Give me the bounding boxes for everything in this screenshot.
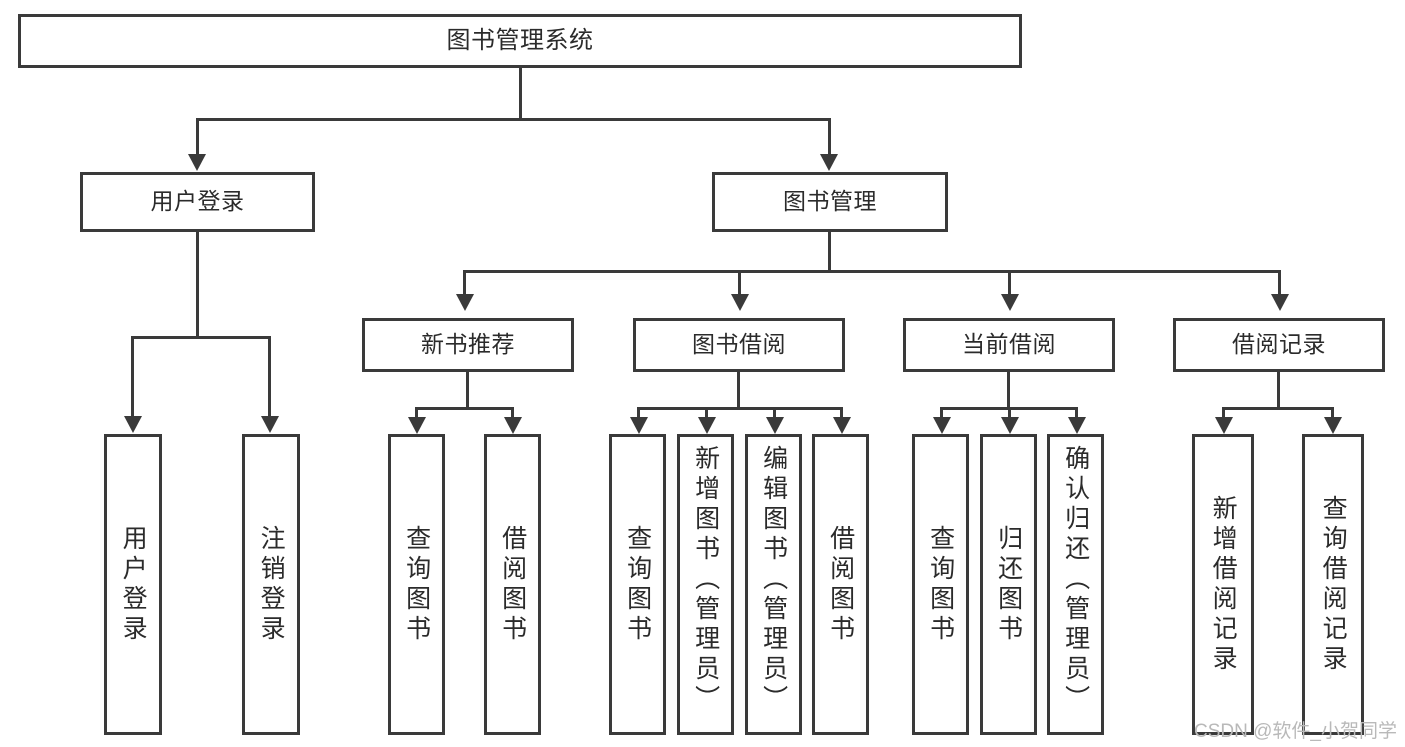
node-leaf-add-book-admin[interactable]: 新增图书（管理员）	[677, 434, 734, 735]
connector-book-mgmt-to-new-book	[463, 270, 466, 296]
connector-borrow-record-to-leaf-1	[1222, 407, 1225, 419]
connector-book-mgmt-to-current	[1008, 270, 1011, 296]
node-root-system[interactable]: 图书管理系统	[18, 14, 1022, 68]
node-leaf-user-login[interactable]: 用户登录	[104, 434, 162, 735]
connector-current-borrow-to-leaf-3	[1075, 407, 1078, 419]
node-leaf-query-book-recommend[interactable]: 查询图书	[388, 434, 445, 735]
node-leaf-return-book[interactable]: 归还图书	[980, 434, 1037, 735]
node-leaf-logout[interactable]: 注销登录	[242, 434, 300, 735]
connector-borrow-record-stem	[1277, 372, 1280, 410]
node-label: 查询图书	[623, 524, 652, 645]
node-label: 确认归还（管理员）	[1061, 445, 1090, 715]
arrow-book-borrow-to-leaf-2	[698, 417, 716, 434]
connector-new-book-stem	[466, 372, 469, 410]
arrow-root-to-book-mgmt	[820, 154, 838, 171]
connector-book-borrow-bus	[637, 407, 842, 410]
arrow-book-borrow-to-leaf-3	[766, 417, 784, 434]
arrow-borrow-record-to-leaf-2	[1324, 417, 1342, 434]
node-leaf-confirm-return-admin[interactable]: 确认归还（管理员）	[1047, 434, 1104, 735]
connector-book-mgmt-to-borrow	[738, 270, 741, 296]
connector-book-borrow-to-leaf-1	[637, 407, 640, 419]
arrow-new-book-to-leaf-2	[504, 417, 522, 434]
node-leaf-borrow-book-recommend[interactable]: 借阅图书	[484, 434, 541, 735]
connector-book-mgmt-stem	[828, 232, 831, 272]
node-label: 查询图书	[926, 524, 955, 645]
node-leaf-borrow-book[interactable]: 借阅图书	[812, 434, 869, 735]
connector-book-mgmt-to-record	[1278, 270, 1281, 296]
node-label: 归还图书	[994, 524, 1023, 645]
arrow-current-borrow-to-leaf-3	[1068, 417, 1086, 434]
connector-book-borrow-stem	[737, 372, 740, 410]
connector-root-stem	[519, 68, 522, 119]
arrow-new-book-to-leaf-1	[408, 417, 426, 434]
connector-root-to-user-login	[196, 118, 199, 156]
connector-current-borrow-stem	[1007, 372, 1010, 410]
node-new-book-recommend[interactable]: 新书推荐	[362, 318, 574, 372]
arrow-book-mgmt-to-record	[1271, 294, 1289, 311]
node-label: 新书推荐	[421, 331, 515, 358]
connector-new-book-to-leaf-1	[415, 407, 418, 419]
node-leaf-query-book-borrow[interactable]: 查询图书	[609, 434, 666, 735]
arrow-book-mgmt-to-new-book	[456, 294, 474, 311]
node-label: 新增图书（管理员）	[691, 445, 720, 715]
connector-user-login-bus	[131, 336, 271, 339]
node-label: 借阅图书	[498, 524, 527, 645]
node-leaf-edit-book-admin[interactable]: 编辑图书（管理员）	[745, 434, 802, 735]
node-label: 编辑图书（管理员）	[759, 445, 788, 715]
connector-borrow-record-bus	[1222, 407, 1334, 410]
connector-root-bus	[196, 118, 831, 121]
node-label: 新增借阅记录	[1209, 494, 1238, 675]
node-label: 图书借阅	[692, 331, 786, 358]
connector-user-login-stem	[196, 232, 199, 337]
connector-book-mgmt-bus	[463, 270, 1281, 273]
arrow-book-mgmt-to-current	[1001, 294, 1019, 311]
arrow-book-borrow-to-leaf-4	[833, 417, 851, 434]
arrow-borrow-record-to-leaf-1	[1215, 417, 1233, 434]
arrow-book-borrow-to-leaf-1	[630, 417, 648, 434]
node-leaf-query-borrow-record[interactable]: 查询借阅记录	[1302, 434, 1364, 735]
node-label: 图书管理系统	[446, 26, 594, 54]
connector-user-login-to-leaf-1	[131, 336, 134, 418]
node-label: 查询图书	[402, 524, 431, 645]
node-current-borrow[interactable]: 当前借阅	[903, 318, 1115, 372]
node-label: 查询借阅记录	[1319, 494, 1348, 675]
connector-book-borrow-to-leaf-3	[773, 407, 776, 419]
node-borrow-record[interactable]: 借阅记录	[1173, 318, 1385, 372]
node-user-login[interactable]: 用户登录	[80, 172, 315, 232]
connector-user-login-to-leaf-2	[268, 336, 271, 418]
node-label: 注销登录	[257, 524, 286, 645]
node-label: 借阅记录	[1232, 331, 1326, 358]
connector-new-book-bus	[415, 407, 514, 410]
arrow-current-borrow-to-leaf-2	[1001, 417, 1019, 434]
connector-root-to-book-mgmt	[828, 118, 831, 156]
arrow-book-mgmt-to-borrow	[731, 294, 749, 311]
node-label: 借阅图书	[826, 524, 855, 645]
node-book-management[interactable]: 图书管理	[712, 172, 948, 232]
node-book-borrow[interactable]: 图书借阅	[633, 318, 845, 372]
arrow-user-login-to-leaf-1	[124, 416, 142, 433]
node-label: 用户登录	[150, 188, 245, 215]
node-label: 图书管理	[783, 188, 877, 215]
node-label: 当前借阅	[962, 331, 1056, 358]
csdn-watermark: CSDN @软件_小贺同学	[1194, 721, 1397, 742]
node-leaf-add-borrow-record[interactable]: 新增借阅记录	[1192, 434, 1254, 735]
arrow-user-login-to-leaf-2	[261, 416, 279, 433]
connector-new-book-to-leaf-2	[511, 407, 514, 419]
arrow-root-to-user-login	[188, 154, 206, 171]
node-leaf-query-book-current[interactable]: 查询图书	[912, 434, 969, 735]
arrow-current-borrow-to-leaf-1	[933, 417, 951, 434]
node-label: 用户登录	[119, 524, 148, 645]
connector-book-borrow-to-leaf-4	[840, 407, 843, 419]
connector-current-borrow-to-leaf-2	[1008, 407, 1011, 419]
connector-current-borrow-to-leaf-1	[940, 407, 943, 419]
connector-borrow-record-to-leaf-2	[1331, 407, 1334, 419]
connector-book-borrow-to-leaf-2	[705, 407, 708, 419]
